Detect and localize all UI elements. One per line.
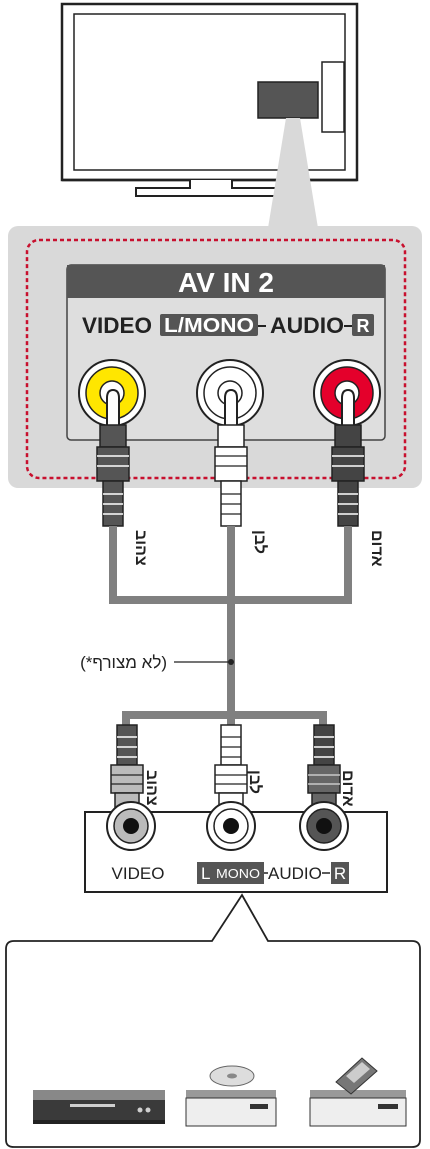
- av-cable: [109, 526, 352, 725]
- plug-top-yellow: [96, 388, 130, 527]
- device-l-label: L: [201, 864, 210, 883]
- disc-player-icon: [185, 1065, 277, 1127]
- vcr-icon: [309, 1057, 407, 1127]
- device-audio-label: AUDIO: [268, 864, 322, 883]
- plug-top-red: [331, 388, 365, 527]
- device-r-label: R: [334, 864, 346, 883]
- device-jack-audio-left: [206, 801, 256, 851]
- device-video-label: VIDEO: [112, 864, 165, 883]
- cable-label-red-top: אדום: [368, 530, 385, 567]
- devices-callout: [5, 893, 421, 1148]
- video-label: VIDEO: [82, 313, 152, 338]
- device-jack-video: [106, 801, 156, 851]
- cable-label-yellow-top: צהוב: [132, 530, 149, 566]
- cable-label-yellow-bottom: צהוב: [143, 770, 160, 806]
- plug-top-white: [214, 388, 248, 527]
- audio-label: AUDIO: [270, 313, 344, 338]
- cable-label-white-bottom: לבן: [246, 770, 264, 794]
- l-mono-badge: [160, 314, 258, 336]
- dvd-player-icon: [33, 1090, 165, 1124]
- port-zoom-beam: [268, 118, 318, 228]
- cable-label-red-bottom: אדום: [339, 770, 356, 807]
- device-mono-label: MONO: [216, 866, 260, 881]
- device-r-badge: [331, 862, 349, 884]
- l-mono-label: L/MONO: [164, 315, 254, 337]
- device-output-panel: VIDEO L MONO AUDIO R: [84, 801, 388, 893]
- cable-label-white-top: לבן: [251, 530, 269, 554]
- panel-title: AV IN 2: [178, 267, 274, 298]
- cable-not-included-note: (*לא מצורף): [80, 653, 167, 672]
- device-jack-audio-right: [299, 801, 349, 851]
- device-l-mono-badge: [197, 862, 264, 884]
- tv-icon: [60, 2, 359, 197]
- r-label: R: [357, 316, 370, 336]
- r-badge: [352, 314, 374, 336]
